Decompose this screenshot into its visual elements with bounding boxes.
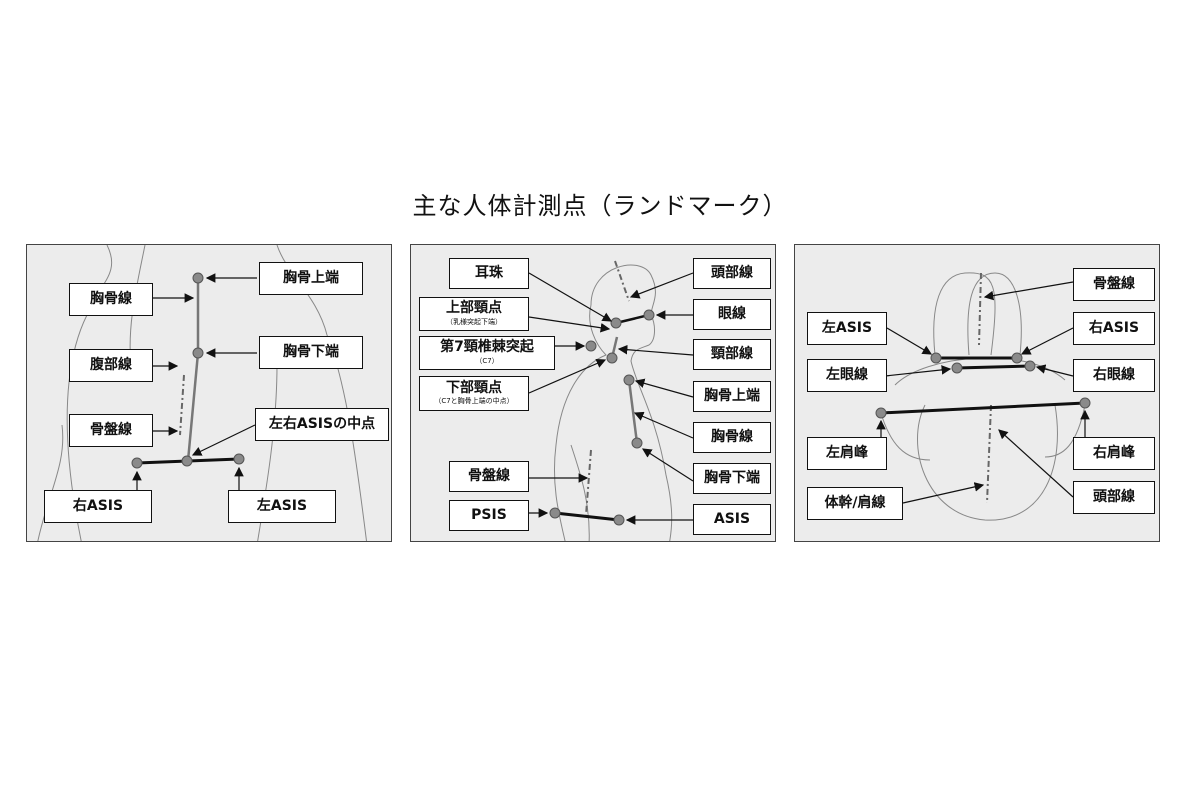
label-abdomen-line: 腹部線 [69,349,153,382]
eye-line [615,313,650,325]
page-title: 主な人体計測点（ランドマーク） [412,192,788,220]
abdomen-line [186,352,200,462]
side-view-figure [528,260,694,541]
label-upper-neck: 上部頸点 （乳様突起下端） [419,297,529,331]
arrow-left-asis [886,327,933,355]
front-view-panel: 胸骨上端 胸骨線 胸骨下端 腹部線 骨盤線 左右ASISの中点 右ASIS 左A… [26,244,392,542]
top-view-panel: 骨盤線 左ASIS 右ASIS 左眼線 右眼線 左肩峰 右肩峰 体幹/肩線 頭部… [794,244,1160,542]
label-chest-line: 胸骨線 [69,283,153,316]
label-upper-neck-main: 上部頸点 [446,300,502,317]
arrow-upper-neck [528,316,611,333]
point-left-asis [930,352,942,364]
arrow-pelvis-top [983,281,1074,301]
point-left-eye [951,362,963,374]
label-asis-side: ASIS [693,504,771,535]
label-trunk-shoulder-line: 体幹/肩線 [807,487,903,520]
label-pelvis-line: 骨盤線 [69,414,153,447]
label-asis-mid: 左右ASISの中点 [255,408,389,441]
arrow-tragus [528,272,613,322]
point-tragus [610,317,622,329]
point-right-asis [1011,352,1023,364]
arrow-chest-line [633,411,694,439]
arrow-left-eye [884,365,952,377]
label-left-acromion: 左肩峰 [807,437,887,470]
pelvis-dash-line [179,374,185,436]
pelvis-top-dash [978,272,982,346]
head-top-dash [986,404,992,504]
label-sternum-bottom: 胸骨下端 [259,336,363,369]
point-right-acromion [1079,397,1091,409]
label-right-asis: 右ASIS [44,490,152,523]
label-pelvis-line-side: 骨盤線 [449,461,529,492]
label-c7-main: 第7頸椎棘突起 [440,339,534,356]
arrow-right-asis [1020,327,1074,355]
label-left-asis: 左ASIS [228,490,336,523]
label-c7: 第7頸椎棘突起 （C7） [419,336,555,370]
arrow-trunk-shoulder [902,482,985,504]
eye-top-line [956,364,1031,370]
point-asis [613,514,625,526]
label-right-asis-top: 右ASIS [1073,312,1155,345]
point-c7 [585,340,597,352]
label-right-acromion: 右肩峰 [1073,437,1155,470]
top-view-figure [875,272,1091,521]
label-sternum-top: 胸骨上端 [259,262,363,295]
label-neck-line: 頸部線 [693,339,771,370]
label-sternum-bottom-side: 胸骨下端 [693,463,771,494]
arrow-head-line [629,272,694,299]
label-chest-line-side: 胸骨線 [693,422,771,453]
label-left-eye-line: 左眼線 [807,359,887,392]
label-lower-neck-sub: （C7と胸骨上端の中点） [434,397,514,406]
label-lower-neck-main: 下部頸点 [446,379,502,396]
arrow-asis-mid [191,424,256,456]
arrow-right-eye [1035,364,1074,377]
label-right-eye-line: 右眼線 [1073,359,1155,392]
psis-asis-line [554,511,620,522]
pelvis-side-dash [585,449,592,516]
label-eye-line: 眼線 [693,299,771,330]
label-c7-sub: （C7） [475,356,499,365]
point-sternum-bottom [631,437,643,449]
point-left-asis [233,453,245,465]
arrow-lower-neck [528,358,607,394]
label-pelvis-line-top: 骨盤線 [1073,268,1155,301]
label-psis: PSIS [449,500,529,531]
label-head-line-top: 頭部線 [1073,481,1155,514]
head-dash-line [614,260,630,302]
point-right-eye [1024,360,1036,372]
arrow-sternum-bottom [641,448,694,482]
label-tragus: 耳珠 [449,258,529,289]
label-sternum-top-side: 胸骨上端 [693,381,771,412]
label-upper-neck-sub: （乳様突起下端） [446,317,502,326]
point-left-acromion [875,407,887,419]
point-asis-mid [181,455,193,467]
label-head-line: 頭部線 [693,258,771,289]
point-eye [643,309,655,321]
point-psis [549,507,561,519]
point-sternum-bottom [192,347,204,359]
side-view-panel: 耳珠 上部頸点 （乳様突起下端） 第7頸椎棘突起 （C7） 下部頸点 （C7と胸… [410,244,776,542]
point-sternum-top [623,374,635,386]
arrow-neck-line [617,344,694,356]
arrow-head-top [998,429,1074,498]
label-lower-neck: 下部頸点 （C7と胸骨上端の中点） [419,376,529,411]
point-sternum-top [192,272,204,284]
label-left-asis-top: 左ASIS [807,312,887,345]
point-right-asis [131,457,143,469]
shoulder-top-line [880,401,1086,415]
point-lower-neck [606,352,618,364]
chest-side-line [627,379,639,444]
arrow-sternum-top [634,378,694,398]
